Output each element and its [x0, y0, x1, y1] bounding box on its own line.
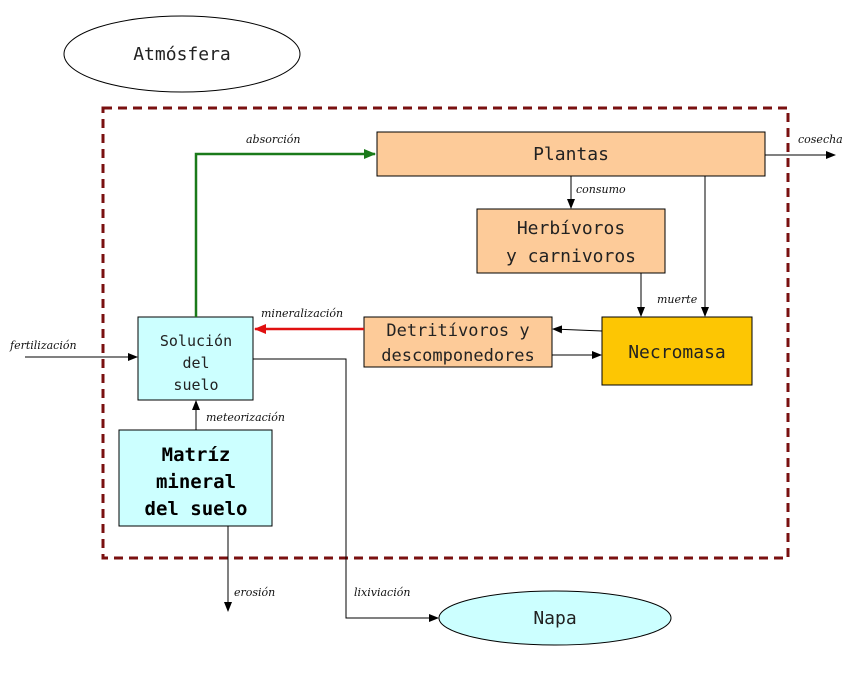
- matriz-node: [118, 429, 273, 527]
- meteorizacion-label: meteorización: [206, 411, 285, 424]
- atmosfera-label: Atmósfera: [133, 44, 231, 65]
- plantas-node: [376, 131, 766, 177]
- napa-node: [438, 590, 672, 646]
- herbivoros-label-line1: Herbívoros: [517, 218, 625, 239]
- herbivoros-label-line2: y carnivoros: [506, 246, 636, 267]
- lixiviacion-arrow: [253, 358, 439, 622]
- matriz-label-line2: mineral: [156, 471, 236, 493]
- matriz-label-line1: Matríz: [162, 444, 231, 466]
- lixiviacion-label: lixiviación: [354, 586, 410, 599]
- fertilizacion-label: fertilización: [9, 339, 77, 352]
- mineralizacion-label: mineralización: [261, 307, 343, 320]
- plantas-label: Plantas: [533, 144, 609, 165]
- detritivoros-node: [363, 316, 553, 368]
- matriz-label-line3: del suelo: [145, 498, 248, 520]
- system-boundary: [101, 106, 790, 560]
- solucion-label-line2: del: [182, 354, 209, 372]
- consumo-label: consumo: [576, 183, 626, 196]
- absorcion-arrow: [194, 149, 376, 317]
- solucion-label-line3: suelo: [173, 376, 218, 394]
- detritivoros-label-line1: Detritívoros y: [386, 321, 529, 341]
- erosion-label: erosión: [234, 586, 275, 599]
- napa-label: Napa: [533, 608, 576, 629]
- necromasa-label: Necromasa: [628, 342, 726, 363]
- cosecha-label: cosecha: [798, 133, 843, 146]
- muerte-label: muerte: [657, 293, 698, 306]
- solucion-label-line1: Solución: [160, 332, 232, 350]
- necromasa-detritivoros-arrow: [552, 325, 603, 334]
- detritivoros-label-line2: descomponedores: [381, 346, 535, 366]
- atmosfera-node: [63, 15, 301, 93]
- absorcion-label: absorción: [246, 133, 301, 146]
- necromasa-node: [601, 316, 753, 386]
- herbivoros-node: [476, 208, 666, 274]
